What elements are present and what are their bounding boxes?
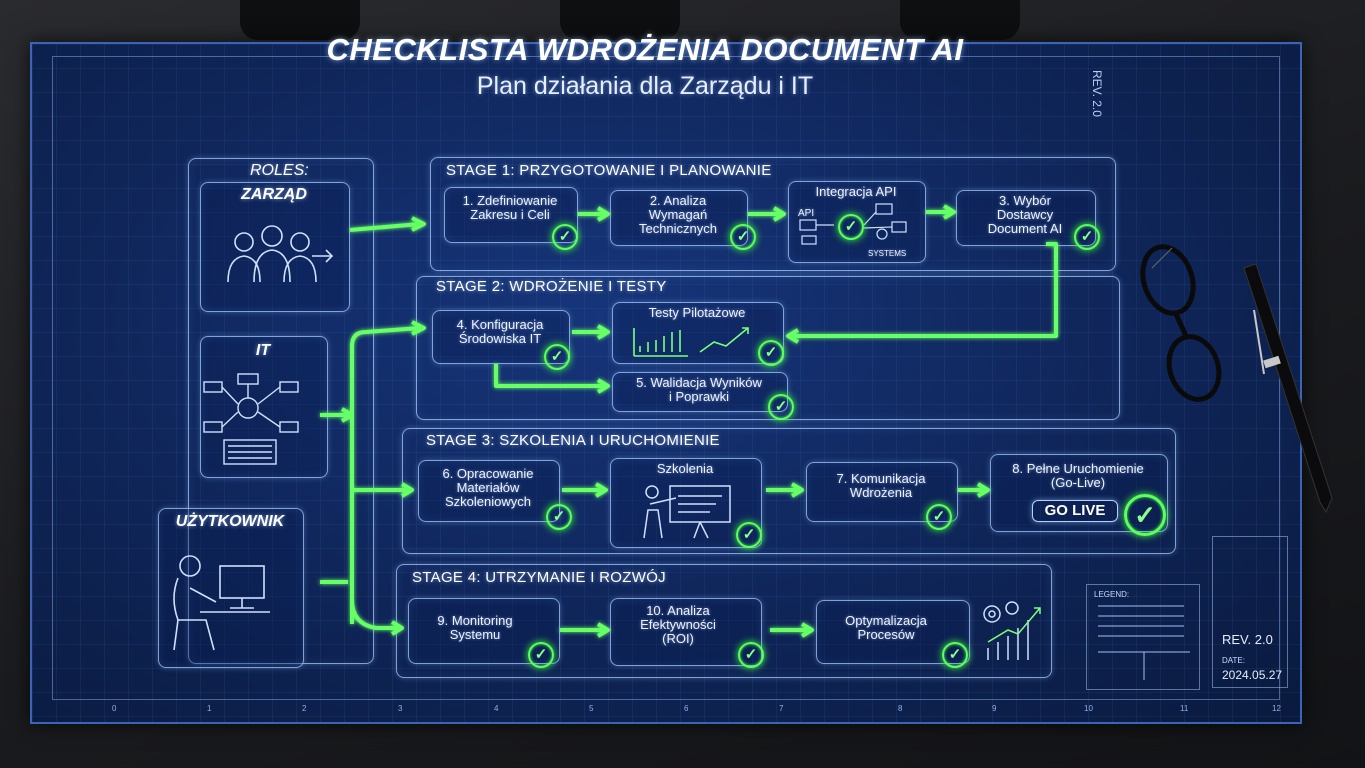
growth-chart-icon <box>633 327 749 357</box>
scale-tick-3: 3 <box>398 704 403 713</box>
step-3-text: 3. Wybór Dostawcy Document AI <box>987 193 1063 236</box>
step-2-card <box>610 190 748 246</box>
role-management-title: ZARZĄD <box>241 186 307 203</box>
step-9-check-icon: ✓ <box>528 642 554 668</box>
titleblock-rev: REV. 2.0 <box>1222 632 1273 647</box>
title-block <box>1212 536 1288 688</box>
stage-4-label: STAGE 4: UTRZYMANIE I ROZWÓJ <box>412 569 666 586</box>
pilot-tests-card <box>612 302 784 364</box>
scale-tick-8: 8 <box>898 704 903 713</box>
legend-block <box>1086 584 1200 690</box>
stage-3-label: STAGE 3: SZKOLENIA I URUCHOMIENIE <box>426 432 720 449</box>
stage-4-panel <box>396 564 1052 678</box>
training-check-icon: ✓ <box>736 522 762 548</box>
optimization-check-icon: ✓ <box>942 642 968 668</box>
network-diagram-icon <box>203 373 299 465</box>
page-subtitle: Plan działania dla Zarządu i IT <box>476 72 814 100</box>
presentation-board-icon <box>643 485 731 539</box>
legend-lines <box>1098 605 1190 680</box>
role-card-it <box>200 336 328 478</box>
step-2-text: 2. Analiza Wymagań Technicznych <box>638 193 718 236</box>
go-live-badge: GO LIVE <box>1032 500 1118 522</box>
chair-back-left <box>240 0 360 40</box>
step-5-card <box>612 372 788 412</box>
scale-tick-0: 0 <box>112 704 117 713</box>
step-3-check-icon: ✓ <box>1074 224 1100 250</box>
step-1-check-icon: ✓ <box>552 224 578 250</box>
step-9-text: 9. Monitoring Systemu <box>437 613 513 642</box>
step-3-card <box>956 190 1096 246</box>
scale-tick-10: 10 <box>1084 704 1093 713</box>
eyeglasses-icon <box>1140 244 1222 402</box>
stage-1-panel <box>430 157 1116 271</box>
titleblock-date: 2024.05.27 <box>1222 668 1283 682</box>
scale-tick-6: 6 <box>684 704 689 713</box>
scale-tick-4: 4 <box>494 704 499 713</box>
pilot-tests-text: Testy Pilotażowe <box>648 305 746 320</box>
stage-1-label: STAGE 1: PRZYGOTOWANIE I PLANOWANIE <box>446 162 772 179</box>
step-10-text: 10. Analiza Efektywności (ROI) <box>640 603 716 646</box>
step-4-text: 4. Konfiguracja Środowiska IT <box>456 317 544 346</box>
api-check-icon: ✓ <box>838 214 864 240</box>
step-4-check-icon: ✓ <box>544 344 570 370</box>
step-5-check-icon: ✓ <box>768 394 794 420</box>
pen-icon <box>1243 263 1333 514</box>
step-2-check-icon: ✓ <box>730 224 756 250</box>
role-card-management <box>200 182 350 312</box>
legend-label: LEGEND: <box>1094 590 1130 599</box>
api-integration-text: Integracja API <box>815 184 897 199</box>
page-title: CHECKLISTA WDROŻENIA DOCUMENT AI <box>326 32 964 67</box>
gear-growth-icon <box>983 601 1041 660</box>
step-8-check-icon: ✓ <box>1124 494 1166 536</box>
pilot-tests-check-icon: ✓ <box>758 340 784 366</box>
step-10-card <box>610 598 762 666</box>
scale-tick-9: 9 <box>992 704 997 713</box>
role-it-title: IT <box>255 342 271 359</box>
step-6-check-icon: ✓ <box>546 504 572 530</box>
step-1-text: 1. Zdefiniowanie Zakresu i Celi <box>462 193 558 222</box>
scale-tick-7: 7 <box>779 704 784 713</box>
step-8-text: 8. Pełne Uruchomienie (Go-Live) <box>1012 461 1144 490</box>
step-6-card <box>418 460 560 522</box>
roles-panel <box>188 158 374 664</box>
scale-tick-11: 11 <box>1180 704 1189 713</box>
roles-label: ROLES: <box>250 162 309 179</box>
api-label: API <box>798 208 815 219</box>
user-at-computer-icon <box>173 555 270 651</box>
step-7-check-icon: ✓ <box>926 504 952 530</box>
chair-back-right <box>900 0 1020 40</box>
api-integration-diagram-icon <box>799 203 907 245</box>
step-7-text: 7. Komunikacja Wdrożenia <box>836 471 926 500</box>
scale-tick-1: 1 <box>207 704 212 713</box>
optimization-text: Optymalizacja Procesów <box>845 613 927 642</box>
stage-2-panel <box>416 276 1120 420</box>
step-5-text: 5. Walidacja Wyników i Poprawki <box>636 375 762 404</box>
scale-tick-12: 12 <box>1272 704 1281 713</box>
systems-label: SYSTEMS <box>868 249 907 258</box>
chair-back-middle <box>560 0 680 40</box>
role-user-title: UŻYTKOWNIK <box>175 513 285 530</box>
role-card-user <box>158 508 304 668</box>
scale-tick-5: 5 <box>589 704 594 713</box>
scale-tick-2: 2 <box>302 704 307 713</box>
titleblock-date-label: DATE: <box>1222 656 1245 665</box>
people-group-icon <box>227 225 334 283</box>
rev-vertical-label: REV. 2.0 <box>1090 70 1104 117</box>
step-6-text: 6. Opracowanie Materiałów Szkoleniowych <box>442 466 534 509</box>
stage-2-label: STAGE 2: WDROŻENIE I TESTY <box>436 278 667 295</box>
training-text: Szkolenia <box>656 461 714 476</box>
step-10-check-icon: ✓ <box>738 642 764 668</box>
